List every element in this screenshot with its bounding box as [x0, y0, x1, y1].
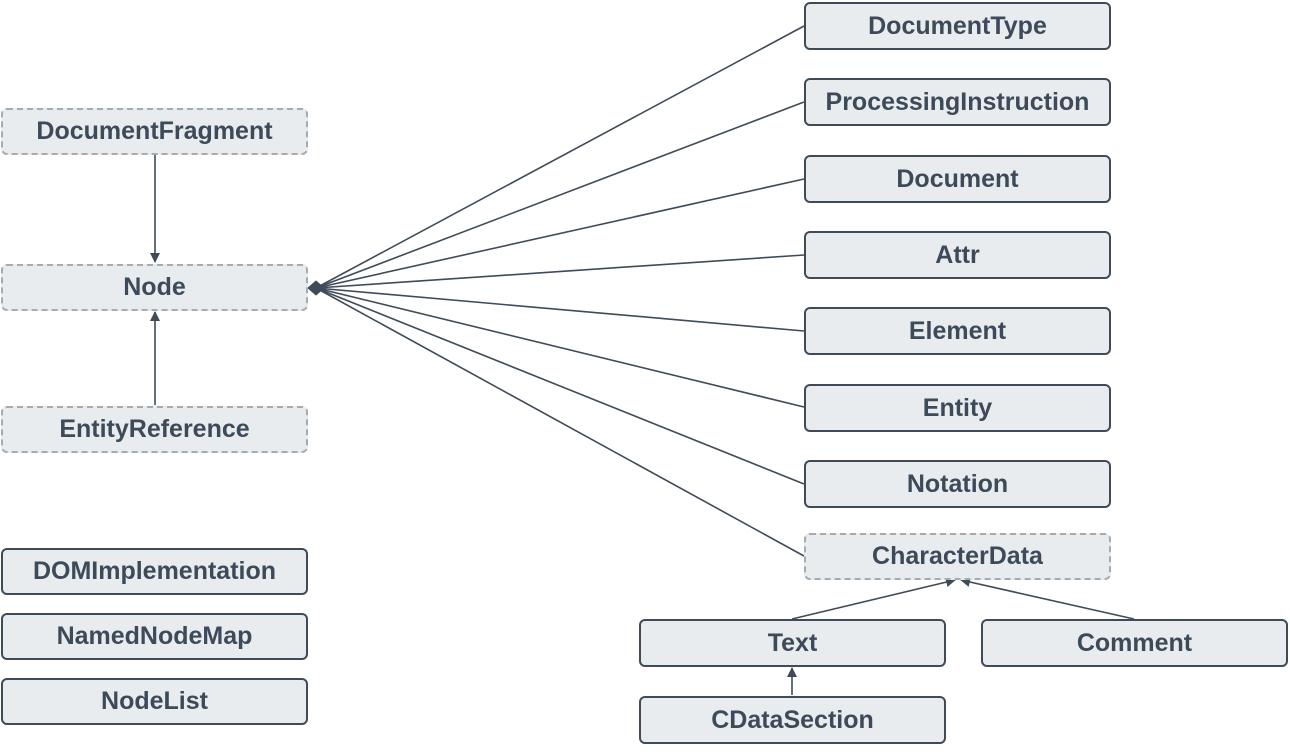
node-domimplementation[interactable]: DOMImplementation	[1, 548, 308, 595]
node-text[interactable]: Text	[639, 619, 946, 667]
edge-processinginstruction-to-node	[315, 101, 805, 289]
node-document[interactable]: Document	[804, 155, 1111, 203]
aggregation-diamond	[307, 280, 325, 296]
node-comment[interactable]: Comment	[981, 619, 1288, 667]
node-attr[interactable]: Attr	[804, 231, 1111, 279]
edge-characterdata-to-node	[315, 287, 805, 557]
node-processinginstruction[interactable]: ProcessingInstruction	[804, 78, 1111, 126]
node-characterdata[interactable]: CharacterData	[804, 533, 1111, 580]
node-documenttype[interactable]: DocumentType	[804, 2, 1111, 50]
node-element[interactable]: Element	[804, 307, 1111, 355]
node-notation[interactable]: Notation	[804, 460, 1111, 508]
node-cdatasection[interactable]: CDataSection	[639, 696, 946, 744]
node-entity[interactable]: Entity	[804, 384, 1111, 432]
node-documentfragment[interactable]: DocumentFragment	[1, 108, 308, 155]
edge-comment-to-characterdata	[960, 577, 1135, 620]
edge-text-to-characterdata	[791, 577, 956, 620]
node-nodelist[interactable]: NodeList	[1, 678, 308, 725]
node-entityreference[interactable]: EntityReference	[1, 406, 308, 453]
edge-element-to-node	[315, 287, 805, 332]
edge-entity-to-node	[315, 287, 805, 408]
edge-documenttype-to-node	[315, 25, 805, 289]
node-node[interactable]: Node	[1, 264, 308, 311]
node-namednodemap[interactable]: NamedNodeMap	[1, 613, 308, 660]
edge-notation-to-node	[315, 287, 805, 485]
edge-document-to-node	[315, 178, 805, 289]
edge-attr-to-node	[315, 254, 805, 289]
